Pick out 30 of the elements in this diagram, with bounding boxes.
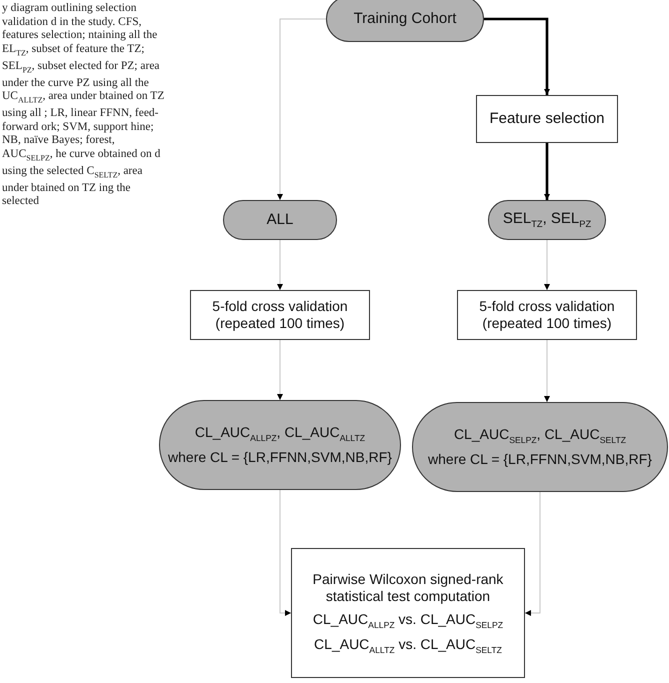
arrow: [544, 143, 550, 200]
arrow: [484, 18, 550, 95]
arrow: [277, 240, 283, 290]
node-text: 5-fold cross validation (repeated 100 times): [211, 298, 349, 332]
node-text: 5-fold cross validation (repeated 100 times): [478, 298, 616, 332]
terminal-pill: [488, 200, 606, 240]
node-text: Feature selection: [489, 110, 605, 128]
terminal-pill: [326, 0, 484, 42]
node-text: SEL$_{TZ}$, SEL$_{PZ}$: [502, 210, 592, 230]
node-text: where CL = {LR,FFNN,SVM,NB,RF}: [168, 449, 392, 466]
process-box: [457, 290, 637, 340]
arrow: [280, 490, 292, 616]
arrow: [544, 240, 550, 290]
process-box: [190, 290, 370, 340]
process-box: [476, 95, 618, 143]
process-box: [291, 548, 525, 678]
node-text: Training Cohort: [354, 10, 456, 28]
arrow: [524, 492, 540, 616]
caption-text: y diagram outlining selection validation d in the study. CFS, features selection; ntaining all the EL$_{TZ}$, subset of feature the TZ; SEL$_{PZ}$, subset elected for PZ; area under the curve PZ using all the UC$_{ALLTZ}$, area under btained on TZ using all ; LR, linear FFNN, feed-forward ork; SVM, support hine; NB, naïve Bayes; forest, AUC$_{SELPZ}$, he curve obtained on d using the selected C$_{SELTZ}$, area under btained on TZ ing the selected: [2, 2, 166, 209]
node-text: where CL = {LR,FFNN,SVM,NB,RF}: [428, 451, 652, 468]
terminal-pill: [223, 200, 337, 240]
arrow: [277, 18, 326, 200]
node-text: ALL: [266, 211, 294, 229]
node-text: CL_AUC$_{ALLTZ}$ vs. CL_AUC$_{SELTZ}$: [314, 636, 502, 656]
arrow: [277, 340, 283, 400]
node-text: CL_AUC$_{SELPZ}$, CL_AUC$_{SELTZ}$: [454, 426, 626, 446]
node-text: Pairwise Wilcoxon signed-rank statistical test computation: [312, 570, 504, 605]
node-text: CL_AUC$_{ALLPZ}$ vs. CL_AUC$_{SELPZ}$: [312, 610, 504, 630]
node-text: CL_AUC$_{ALLPZ}$, CL_AUC$_{ALLTZ}$: [194, 424, 366, 444]
arrow: [544, 340, 550, 402]
